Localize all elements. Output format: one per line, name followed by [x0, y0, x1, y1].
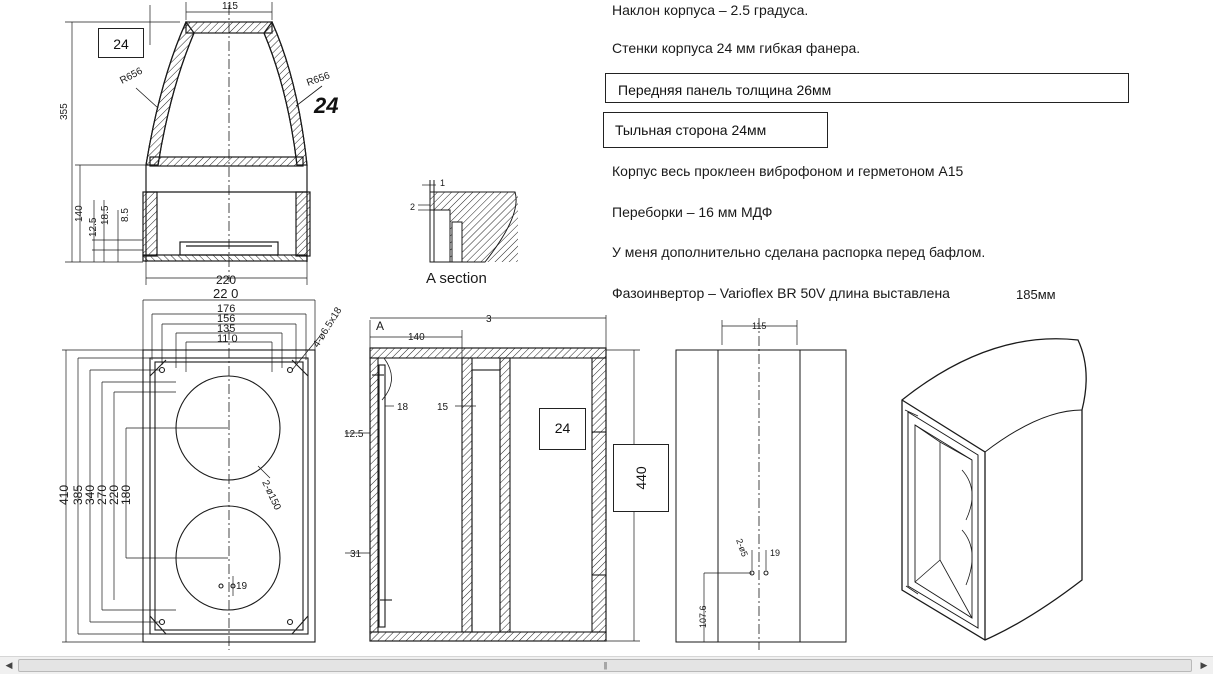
- top-view-dim-355: 355: [59, 103, 70, 120]
- note-glued: Корпус весь проклеен виброфоном и гермет…: [612, 163, 964, 179]
- rear-view: [675, 318, 847, 650]
- note-front-panel: Передняя панель толщина 26мм: [618, 82, 832, 98]
- note-tilt: Наклон корпуса – 2.5 градуса.: [612, 2, 809, 18]
- side-dim-15: 15: [437, 402, 449, 413]
- front-dim-340: 340: [83, 485, 97, 505]
- front-dim-385: 385: [71, 485, 85, 505]
- scrollbar-grip-icon: |||: [603, 661, 607, 670]
- note-back-side: Тыльная сторона 24мм: [615, 122, 767, 138]
- note-port-length: 185мм: [1016, 287, 1056, 302]
- a-section-dim-2: 2: [410, 202, 415, 212]
- side-dim-3: 3: [486, 314, 492, 325]
- top-view-wall-right-hatch: [263, 20, 308, 166]
- top-view-dim-140: 140: [74, 205, 85, 222]
- side-dim-140: 140: [408, 332, 425, 343]
- perspective-view: [901, 338, 1087, 641]
- front-dim-135: 135: [217, 323, 235, 335]
- horizontal-scrollbar[interactable]: ◀ ||| ▶: [0, 656, 1213, 674]
- top-view: [65, 2, 323, 285]
- top-view-dim-18-5: 18.5: [100, 205, 111, 225]
- a-section-detail: [418, 180, 518, 263]
- note-back-side-box: Тыльная сторона 24мм: [603, 112, 828, 148]
- front-dim-19: 19: [236, 581, 248, 592]
- top-view-dim-220: 220: [216, 273, 236, 287]
- side-wall-thickness-box: 24: [539, 408, 586, 450]
- rear-dim-107: 107.6: [698, 605, 708, 628]
- top-view-wall-left-hatch: [145, 20, 195, 166]
- top-view-radius-right: R656: [305, 70, 332, 89]
- scrollbar-thumb[interactable]: |||: [18, 659, 1192, 672]
- note-port: Фазоинвертор – Varioflex BR 50V длина вы…: [612, 285, 950, 301]
- top-view-side-left: [142, 191, 158, 257]
- side-section: [345, 315, 640, 642]
- front-dim-270: 270: [95, 485, 109, 505]
- a-section-label: A section: [426, 270, 487, 287]
- top-view-radius-left: R656: [118, 66, 145, 87]
- rear-port-label: 2-ø5: [734, 537, 750, 558]
- top-view-dim-12-5: 12.5: [88, 217, 99, 237]
- note-bulkheads: Переборки – 16 мм МДФ: [612, 204, 773, 220]
- side-dim-31: 31: [350, 549, 362, 560]
- top-view-bulkhead: [149, 156, 304, 167]
- top-view-baffle: [142, 254, 308, 262]
- top-wall-thickness-box: 24: [98, 28, 144, 58]
- top-view-side-right: [295, 191, 311, 257]
- scroll-left-arrow-icon[interactable]: ◀: [5, 660, 13, 670]
- front-dim-220: 22 0: [213, 286, 238, 301]
- note-brace: У меня дополнительно сделана распорка пе…: [612, 244, 986, 260]
- side-dim-18: 18: [397, 402, 409, 413]
- speaker-enclosure-drawing: 115 355 R656 R656 140 12.5 18.5 8.5 220 …: [57, 1, 1087, 650]
- top-view-dim-8-5: 8.5: [120, 208, 131, 222]
- scroll-right-arrow-icon[interactable]: ▶: [1200, 660, 1208, 670]
- front-dim-410: 410: [57, 485, 71, 505]
- note-walls: Стенки корпуса 24 мм гибкая фанера.: [612, 40, 861, 56]
- front-view: [62, 299, 321, 650]
- height-label: 440: [633, 466, 649, 490]
- handwritten-24: 24: [313, 93, 338, 118]
- side-dim-12-5: 12.5: [344, 429, 364, 440]
- front-dim-156: 156: [217, 313, 235, 325]
- side-marker-a: A: [376, 319, 384, 333]
- rear-dim-19: 19: [770, 548, 780, 558]
- front-holes-label: 4-ø6.5x18: [311, 305, 344, 349]
- top-view-dim-115: 115: [222, 1, 238, 12]
- rear-dim-115: 115: [752, 321, 766, 331]
- front-dim-110: 11 0: [217, 333, 238, 345]
- front-dim-176: 176: [217, 303, 235, 315]
- front-dim-220v: 220: [107, 485, 121, 505]
- note-front-panel-box: Передняя панель толщина 26мм: [605, 73, 1129, 103]
- front-dim-180: 180: [119, 485, 133, 505]
- front-driver-label: 2-ø150: [259, 479, 283, 513]
- height-box: 440: [613, 444, 669, 512]
- a-section-dim-1: 1: [440, 178, 445, 188]
